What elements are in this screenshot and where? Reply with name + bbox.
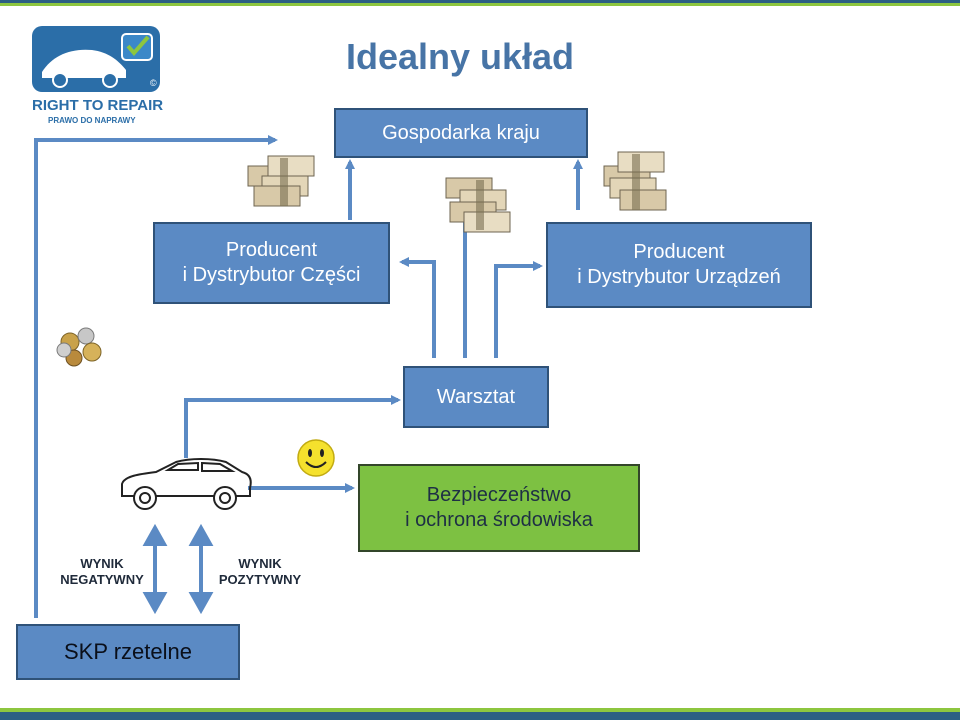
logo-copyright: © <box>150 78 157 88</box>
parts-producer-line1: Producent <box>225 239 318 261</box>
money-stack-icon-left <box>247 155 315 207</box>
logo-sub-text: PRAWO DO NAPRAWY <box>48 116 136 125</box>
negative-line2: NEGATYWNY <box>60 572 144 588</box>
safety-line1: Bezpieczeństwo <box>426 484 572 506</box>
negative-double-arrow <box>142 523 168 615</box>
skp-box: SKP rzetelne <box>16 624 240 680</box>
top-band <box>0 0 960 6</box>
equipment-producer-box: Producent i Dystrybutor Urządzeń <box>546 222 812 308</box>
positive-line1: WYNIK <box>238 556 282 571</box>
economy-box: Gospodarka kraju <box>334 108 588 158</box>
coins-icon <box>56 327 102 367</box>
right-to-repair-logo: © RIGHT TO REPAIR PRAWO DO NAPRAWY <box>30 26 165 126</box>
skp-to-economy-arrow <box>34 135 278 618</box>
money-stack-icon-right <box>603 151 667 211</box>
car-to-workshop-arrow <box>184 395 401 458</box>
bottom-band <box>0 708 960 720</box>
smiley-icon <box>297 439 335 477</box>
equipment-producer-line2: i Dystrybutor Urządzeń <box>577 266 781 288</box>
workshop-label: Warsztat <box>436 385 516 408</box>
workshop-to-parts-arrow <box>399 257 436 358</box>
skp-label: SKP rzetelne <box>63 639 192 665</box>
safety-box: Bezpieczeństwo i ochrona środowiska <box>358 464 640 552</box>
positive-result-label: WYNIK POZYTYWNY <box>210 556 310 589</box>
parts-producer-line2: i Dystrybutor Części <box>182 264 361 286</box>
page-title: Idealny układ <box>345 36 575 77</box>
negative-line1: WYNIK <box>80 556 124 571</box>
workshop-box: Warsztat <box>403 366 549 428</box>
negative-result-label: WYNIK NEGATYWNY <box>52 556 152 589</box>
positive-line2: POZYTYWNY <box>218 572 302 588</box>
equipment-producer-line1: Producent <box>633 241 725 263</box>
money-stack-icon-center <box>445 177 511 233</box>
workshop-to-equipment-arrow <box>494 261 543 358</box>
logo-main-text: RIGHT TO REPAIR <box>32 97 163 114</box>
economy-label: Gospodarka kraju <box>382 121 540 144</box>
parts-producer-box: Producent i Dystrybutor Części <box>153 222 390 304</box>
car-icon <box>121 458 252 510</box>
positive-double-arrow <box>188 523 214 615</box>
safety-line2: i ochrona środowiska <box>405 509 593 531</box>
